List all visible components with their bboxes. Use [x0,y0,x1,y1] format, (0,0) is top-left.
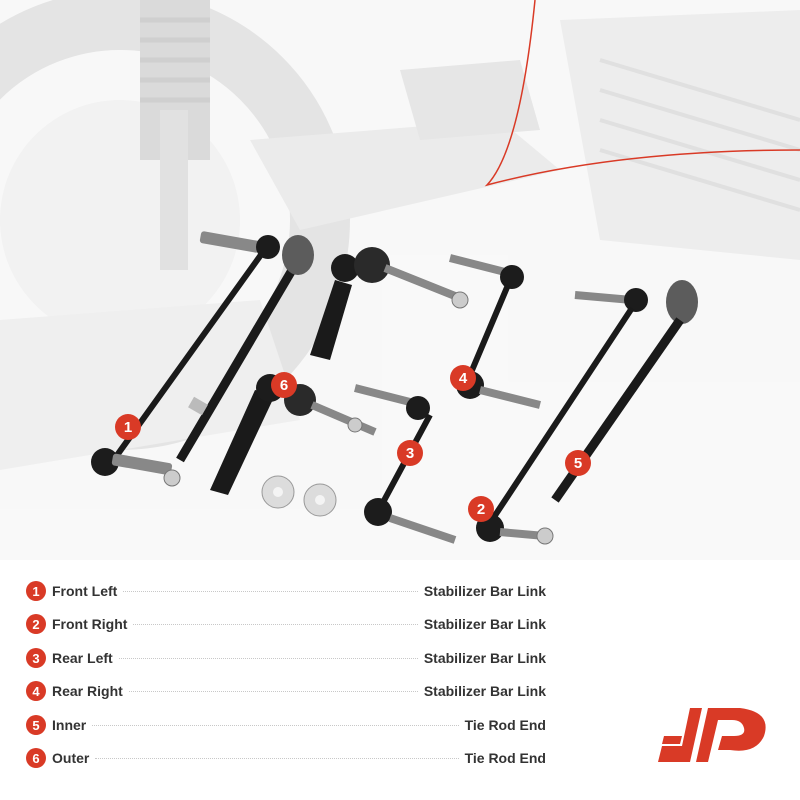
legend-leader-line [133,623,418,625]
parts-photo: 1 2 3 4 5 6 [0,0,800,545]
svg-text:3: 3 [406,445,414,462]
legend-part-name: Tie Rod End [464,717,546,733]
legend-leader-line [118,657,418,659]
svg-text:2: 2 [477,501,485,518]
legend-position: Rear Left [52,650,113,666]
legend-row: 3 Rear Left Stabilizer Bar Link [26,647,546,669]
marker-3: 3 [397,440,423,466]
legend-position: Inner [52,717,87,733]
marker-1: 1 [115,414,141,440]
legend-row: 1 Front Left Stabilizer Bar Link [26,580,546,602]
legend-leader-line [92,724,459,726]
legend-number-badge: 6 [26,748,46,768]
legend-row: 4 Rear Right Stabilizer Bar Link [26,680,546,702]
legend-number-badge: 1 [26,581,46,601]
legend-position: Front Left [52,583,118,599]
tie-rod-outer-top [310,247,469,360]
marker-4: 4 [450,365,476,391]
legend-position: Rear Right [52,683,123,699]
legend-number-badge: 4 [26,681,46,701]
svg-text:5: 5 [574,455,582,472]
legend-position: Outer [52,750,90,766]
marker-6: 6 [271,372,297,398]
legend-leader-line [123,590,418,592]
washers [261,475,337,517]
svg-text:6: 6 [280,377,288,394]
brand-logo-icon [658,708,766,762]
tie-rod-inner-left [176,235,314,463]
legend-row: 6 Outer Tie Rod End [26,747,546,769]
marker-2: 2 [468,496,494,522]
svg-text:4: 4 [459,370,468,387]
legend-part-name: Stabilizer Bar Link [423,683,546,699]
legend-leader-line [95,757,459,759]
legend-row: 5 Inner Tie Rod End [26,714,546,736]
legend-part-name: Stabilizer Bar Link [423,616,546,632]
legend-part-name: Stabilizer Bar Link [423,650,546,666]
legend-row: 2 Front Right Stabilizer Bar Link [26,613,546,635]
legend-position: Front Right [52,616,128,632]
legend-number-badge: 5 [26,715,46,735]
legend-part-name: Tie Rod End [464,750,546,766]
accent-curve [484,0,800,187]
legend-number-badge: 3 [26,648,46,668]
legend-leader-line [128,690,418,692]
legend-number-badge: 2 [26,614,46,634]
legend-part-name: Stabilizer Bar Link [423,583,546,599]
svg-text:1: 1 [124,419,132,436]
marker-5: 5 [565,450,591,476]
